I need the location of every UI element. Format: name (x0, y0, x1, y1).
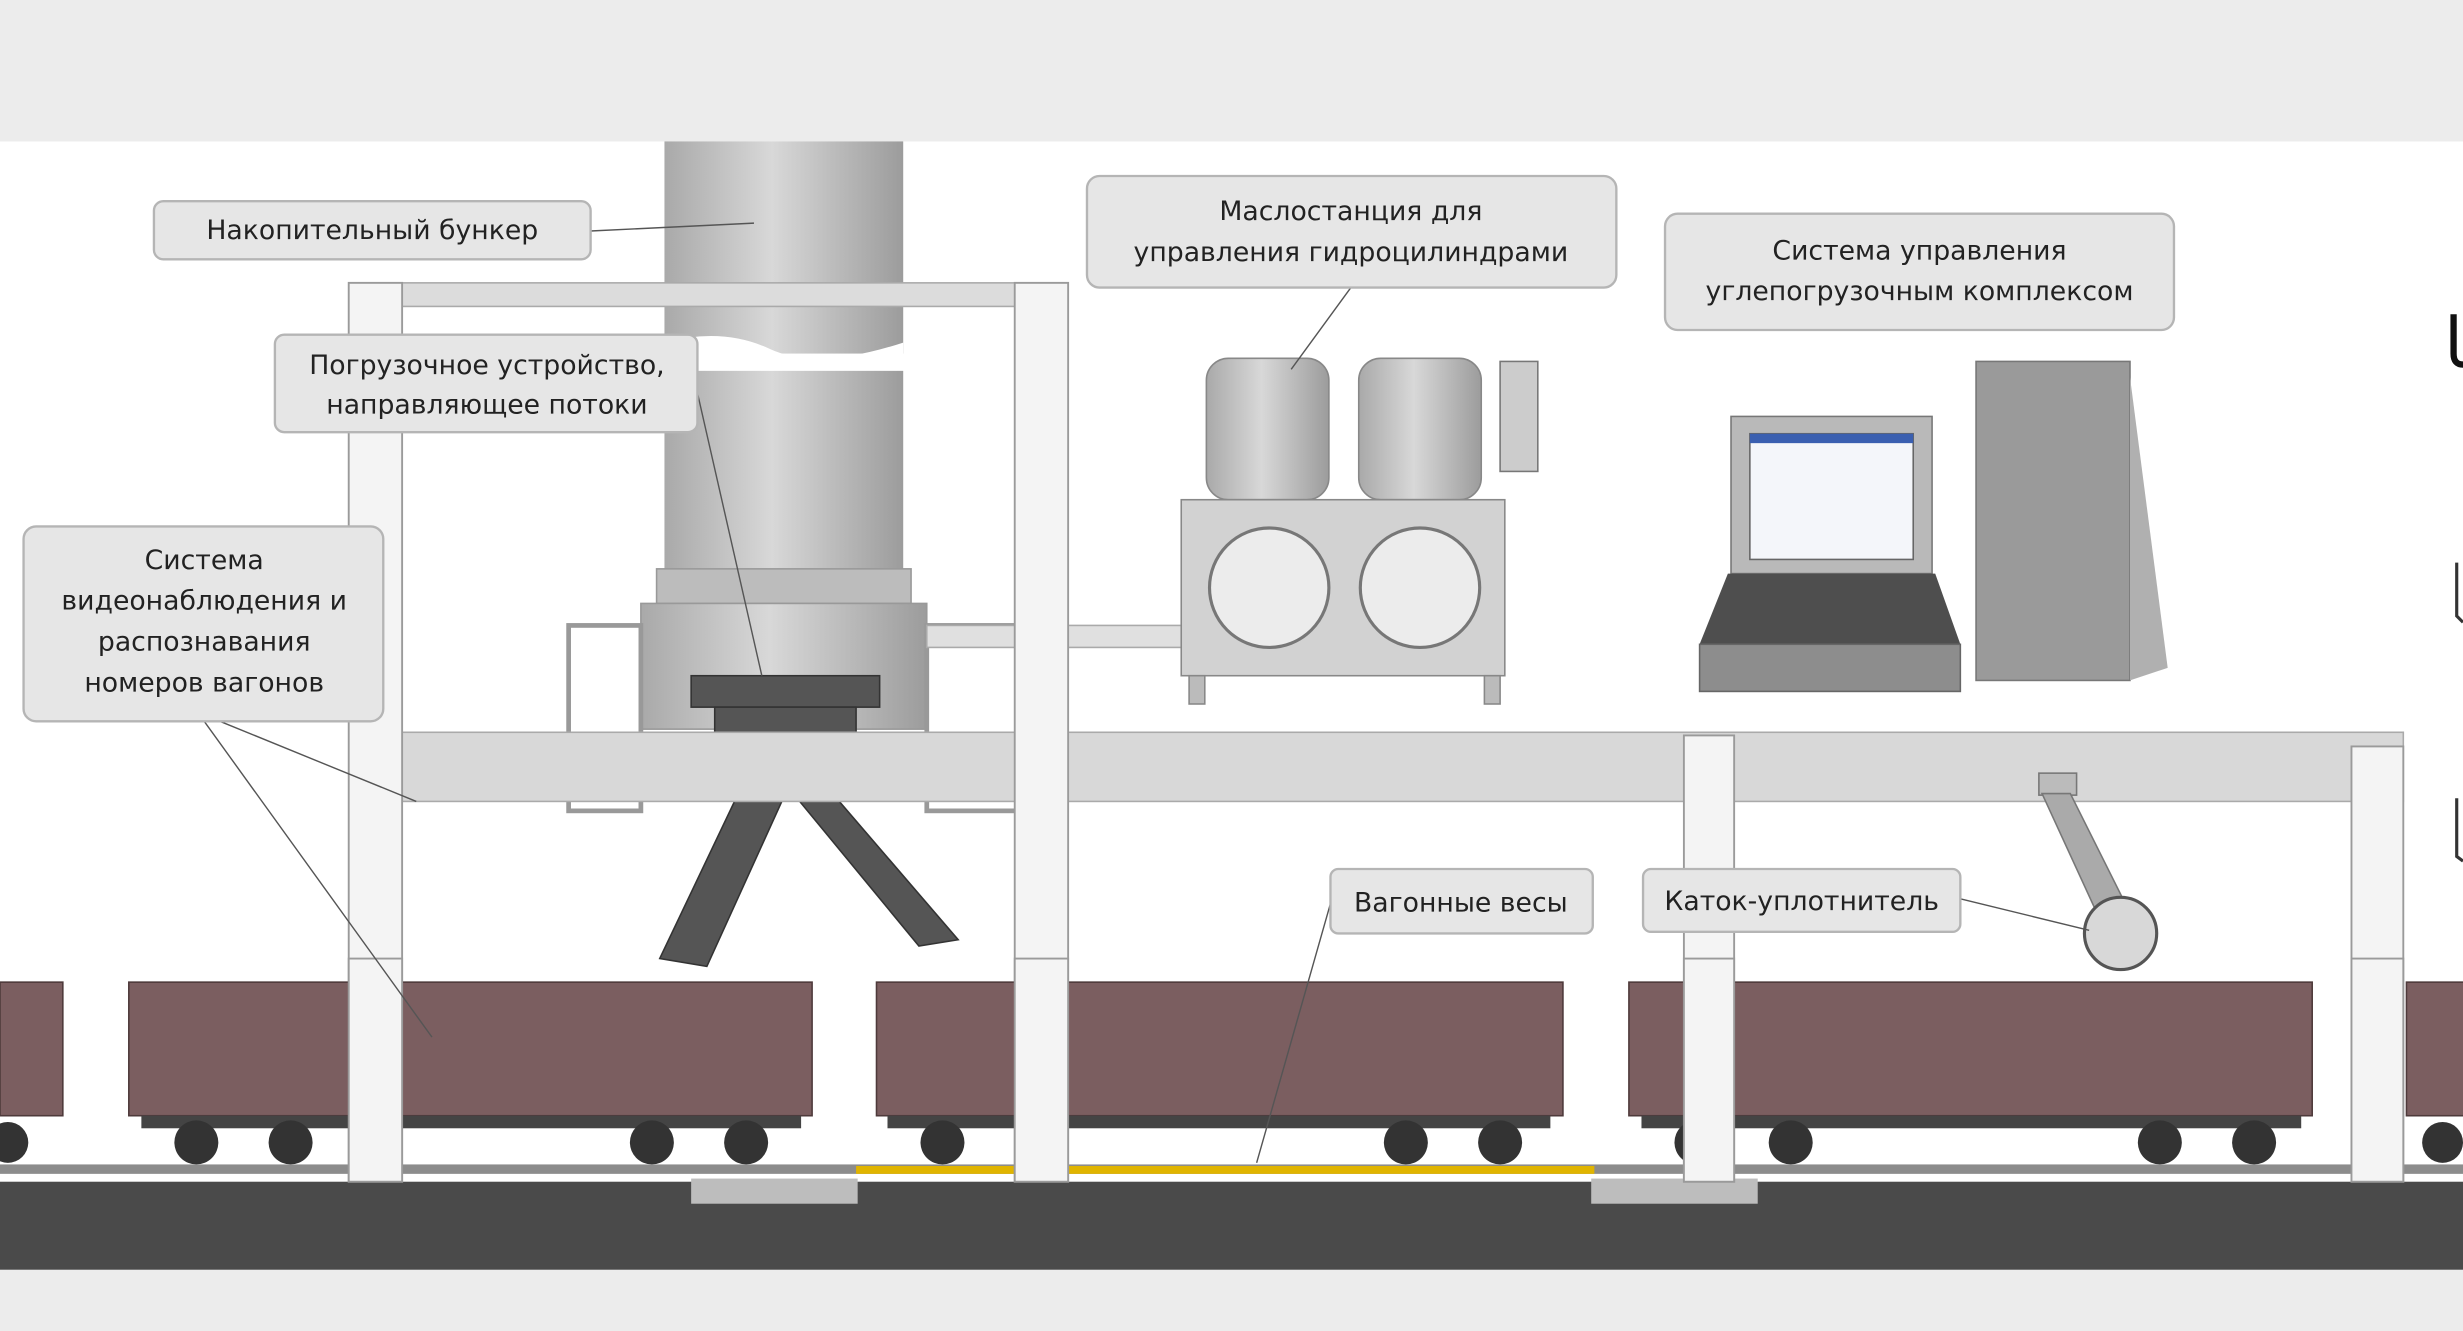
scale-base-left (691, 1178, 858, 1204)
storage-bunker (566, 141, 1024, 814)
leader-line (1290, 287, 1352, 370)
label-text: направляющее потоки (326, 389, 647, 420)
ground (0, 1181, 2463, 1270)
leader-line (1960, 898, 2090, 931)
edge-mark (2455, 798, 2463, 863)
label-text: Система (145, 545, 264, 576)
wagon (0, 981, 64, 1163)
column-front (347, 957, 404, 1183)
label-loading-device: Погрузочное устройство, направляющее пот… (273, 333, 699, 434)
compaction-roller (2038, 772, 2159, 972)
top-beam (376, 282, 1038, 308)
wagon (875, 981, 1564, 1165)
column-front (1682, 957, 1736, 1183)
label-text: Накопительный бункер (206, 215, 538, 246)
leader-line (696, 392, 763, 676)
label-wagon-scales: Вагонные весы (1329, 867, 1594, 935)
edge-mark (2450, 314, 2463, 368)
label-compaction-roller: Каток-уплотнитель (1641, 867, 1962, 934)
scale-base-right (1591, 1178, 1758, 1204)
oil-station (1180, 357, 1539, 705)
wagon (2405, 981, 2463, 1163)
label-text: управления гидроцилиндрами (1134, 237, 1569, 268)
label-text: Погрузочное устройство, (309, 350, 664, 381)
wagon (128, 981, 813, 1165)
leader-line (203, 720, 433, 1038)
label-text: Вагонные весы (1354, 887, 1568, 918)
label-text: Система управления (1772, 235, 2066, 266)
edge-mark (2455, 562, 2463, 624)
control-computer (1698, 360, 2168, 693)
wagon (1628, 981, 2313, 1165)
label-text: Маслостанция для (1219, 196, 1482, 227)
top-band (0, 0, 2463, 142)
leader-line (590, 222, 755, 232)
bottom-band (0, 1269, 2463, 1331)
label-text: видеонаблюдения и (61, 586, 347, 617)
column-front (1013, 957, 1070, 1183)
label-video-system: Система видеонаблюдения и распознавания … (22, 525, 385, 723)
label-control-system: Система управления углепогрузочным компл… (1663, 212, 2176, 332)
label-storage-bunker: Накопительный бункер (152, 199, 592, 261)
label-text: Каток-уплотнитель (1664, 886, 1939, 917)
label-text: углепогрузочным комплексом (1706, 276, 2134, 307)
column-front (2350, 957, 2405, 1183)
scale-platform (856, 1166, 1595, 1174)
label-text: распознавания (98, 627, 311, 658)
leader-line (1255, 903, 1332, 1164)
main-beam (401, 731, 2405, 803)
label-oil-station: Маслостанция для управления гидроцилиндр… (1085, 174, 1618, 289)
label-text: номеров вагонов (84, 667, 324, 698)
